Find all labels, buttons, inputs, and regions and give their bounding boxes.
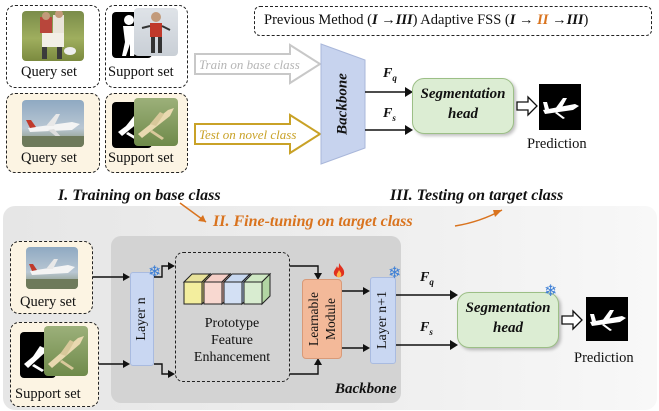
legend-prev-arrow: → bbox=[377, 12, 396, 28]
top-seg-head-line1: Segmentation bbox=[420, 86, 506, 102]
legend-prefix: Previous Method ( bbox=[264, 12, 372, 28]
bottom-hollow-arrow-icon bbox=[561, 309, 583, 331]
bottom-fq-arrow bbox=[396, 290, 458, 300]
query-label-novel: Query set bbox=[21, 150, 77, 166]
top-fq-label: Fq bbox=[383, 66, 397, 83]
bottom-seg-head-line1: Segmentation bbox=[465, 300, 551, 316]
top-segmentation-head bbox=[412, 78, 514, 134]
support-label-base: Support set bbox=[108, 64, 174, 80]
layer-n1-snowflake-icon: ❄ bbox=[388, 263, 402, 282]
seg-head-snowflake-icon: ❄ bbox=[544, 281, 558, 300]
bottom-seg-head-line2: head bbox=[493, 320, 523, 336]
method-legend-box bbox=[254, 6, 652, 36]
bottom-query-image bbox=[26, 247, 78, 289]
stage-iii-label: III. Testing on target class bbox=[390, 187, 564, 204]
bottom-backbone-container bbox=[111, 236, 401, 403]
train-arrow-label: Train on base class bbox=[199, 57, 300, 72]
legend-ad-arrow2: → bbox=[548, 12, 567, 28]
bottom-query-label: Query set bbox=[20, 294, 76, 310]
backbone-top-block bbox=[320, 43, 366, 165]
bottom-fs-label: Fs bbox=[420, 320, 433, 337]
legend-prev-iii: III bbox=[395, 12, 413, 28]
pfe-label-line2: Feature bbox=[211, 333, 253, 348]
layer-n-block bbox=[130, 272, 154, 366]
test-arrow-icon bbox=[194, 113, 322, 155]
learnable-module-block bbox=[302, 279, 342, 359]
bottom-support-label: Support set bbox=[15, 386, 81, 402]
query-label-base: Query set bbox=[21, 64, 77, 80]
support-image-base bbox=[134, 8, 178, 56]
stage-ii-label: II. Fine-tuning on target class bbox=[213, 213, 413, 230]
layer-n1-block bbox=[370, 277, 396, 364]
bottom-fq-label: Fq bbox=[420, 270, 434, 287]
learnable-label-line2: Module bbox=[323, 298, 338, 340]
support-label-novel: Support set bbox=[108, 150, 174, 166]
bottom-segmentation-head bbox=[457, 292, 559, 348]
top-seg-head-line2: head bbox=[448, 106, 478, 122]
legend-suffix: ) bbox=[583, 12, 589, 28]
layer-n-snowflake-icon: ❄ bbox=[148, 262, 162, 281]
top-hollow-arrow-icon bbox=[516, 95, 538, 117]
train-arrow-icon bbox=[194, 43, 322, 85]
method-legend-text: Previous Method (I →III) Adaptive FSS (I… bbox=[264, 12, 588, 29]
query-set-base-box bbox=[6, 5, 100, 88]
pfe-box bbox=[175, 252, 290, 382]
bottom-prediction-label: Prediction bbox=[574, 350, 634, 366]
bottom-support-image bbox=[44, 326, 88, 376]
top-fq-arrow bbox=[365, 87, 413, 97]
bottom-prediction-mask bbox=[586, 297, 628, 341]
support-set-base-box bbox=[105, 5, 188, 88]
pfe-label-line3: Enhancement bbox=[193, 350, 271, 365]
stage-i-label: I. Training on base class bbox=[58, 187, 221, 204]
bottom-backbone-label: Backbone bbox=[335, 381, 397, 397]
legend-ad-ii: II bbox=[537, 12, 549, 28]
pfe-label-line1: Prototype bbox=[204, 316, 260, 331]
legend-ad-arrow1: → bbox=[515, 12, 538, 28]
top-fs-label: Fs bbox=[383, 106, 396, 123]
query-image-base bbox=[22, 11, 84, 61]
legend-ad-iii: III bbox=[566, 12, 584, 28]
top-prediction-label: Prediction bbox=[527, 136, 587, 152]
support-image-novel bbox=[134, 98, 178, 146]
bottom-fs-arrow bbox=[396, 340, 458, 350]
query-image-novel bbox=[22, 100, 84, 147]
legend-ad-i: I bbox=[509, 12, 516, 28]
top-fs-arrow bbox=[365, 125, 413, 135]
learnable-label-line1: Learnable bbox=[306, 292, 321, 346]
test-arrow-label: Test on novel class bbox=[199, 127, 297, 142]
pfe-feature-cubes bbox=[182, 272, 272, 306]
top-prediction-mask bbox=[539, 84, 581, 130]
layer-n1-label: Layer n+1 bbox=[375, 290, 390, 350]
legend-prev-i: I bbox=[371, 12, 378, 28]
legend-middle: ) Adaptive FSS ( bbox=[412, 12, 510, 28]
flame-icon bbox=[333, 263, 345, 278]
